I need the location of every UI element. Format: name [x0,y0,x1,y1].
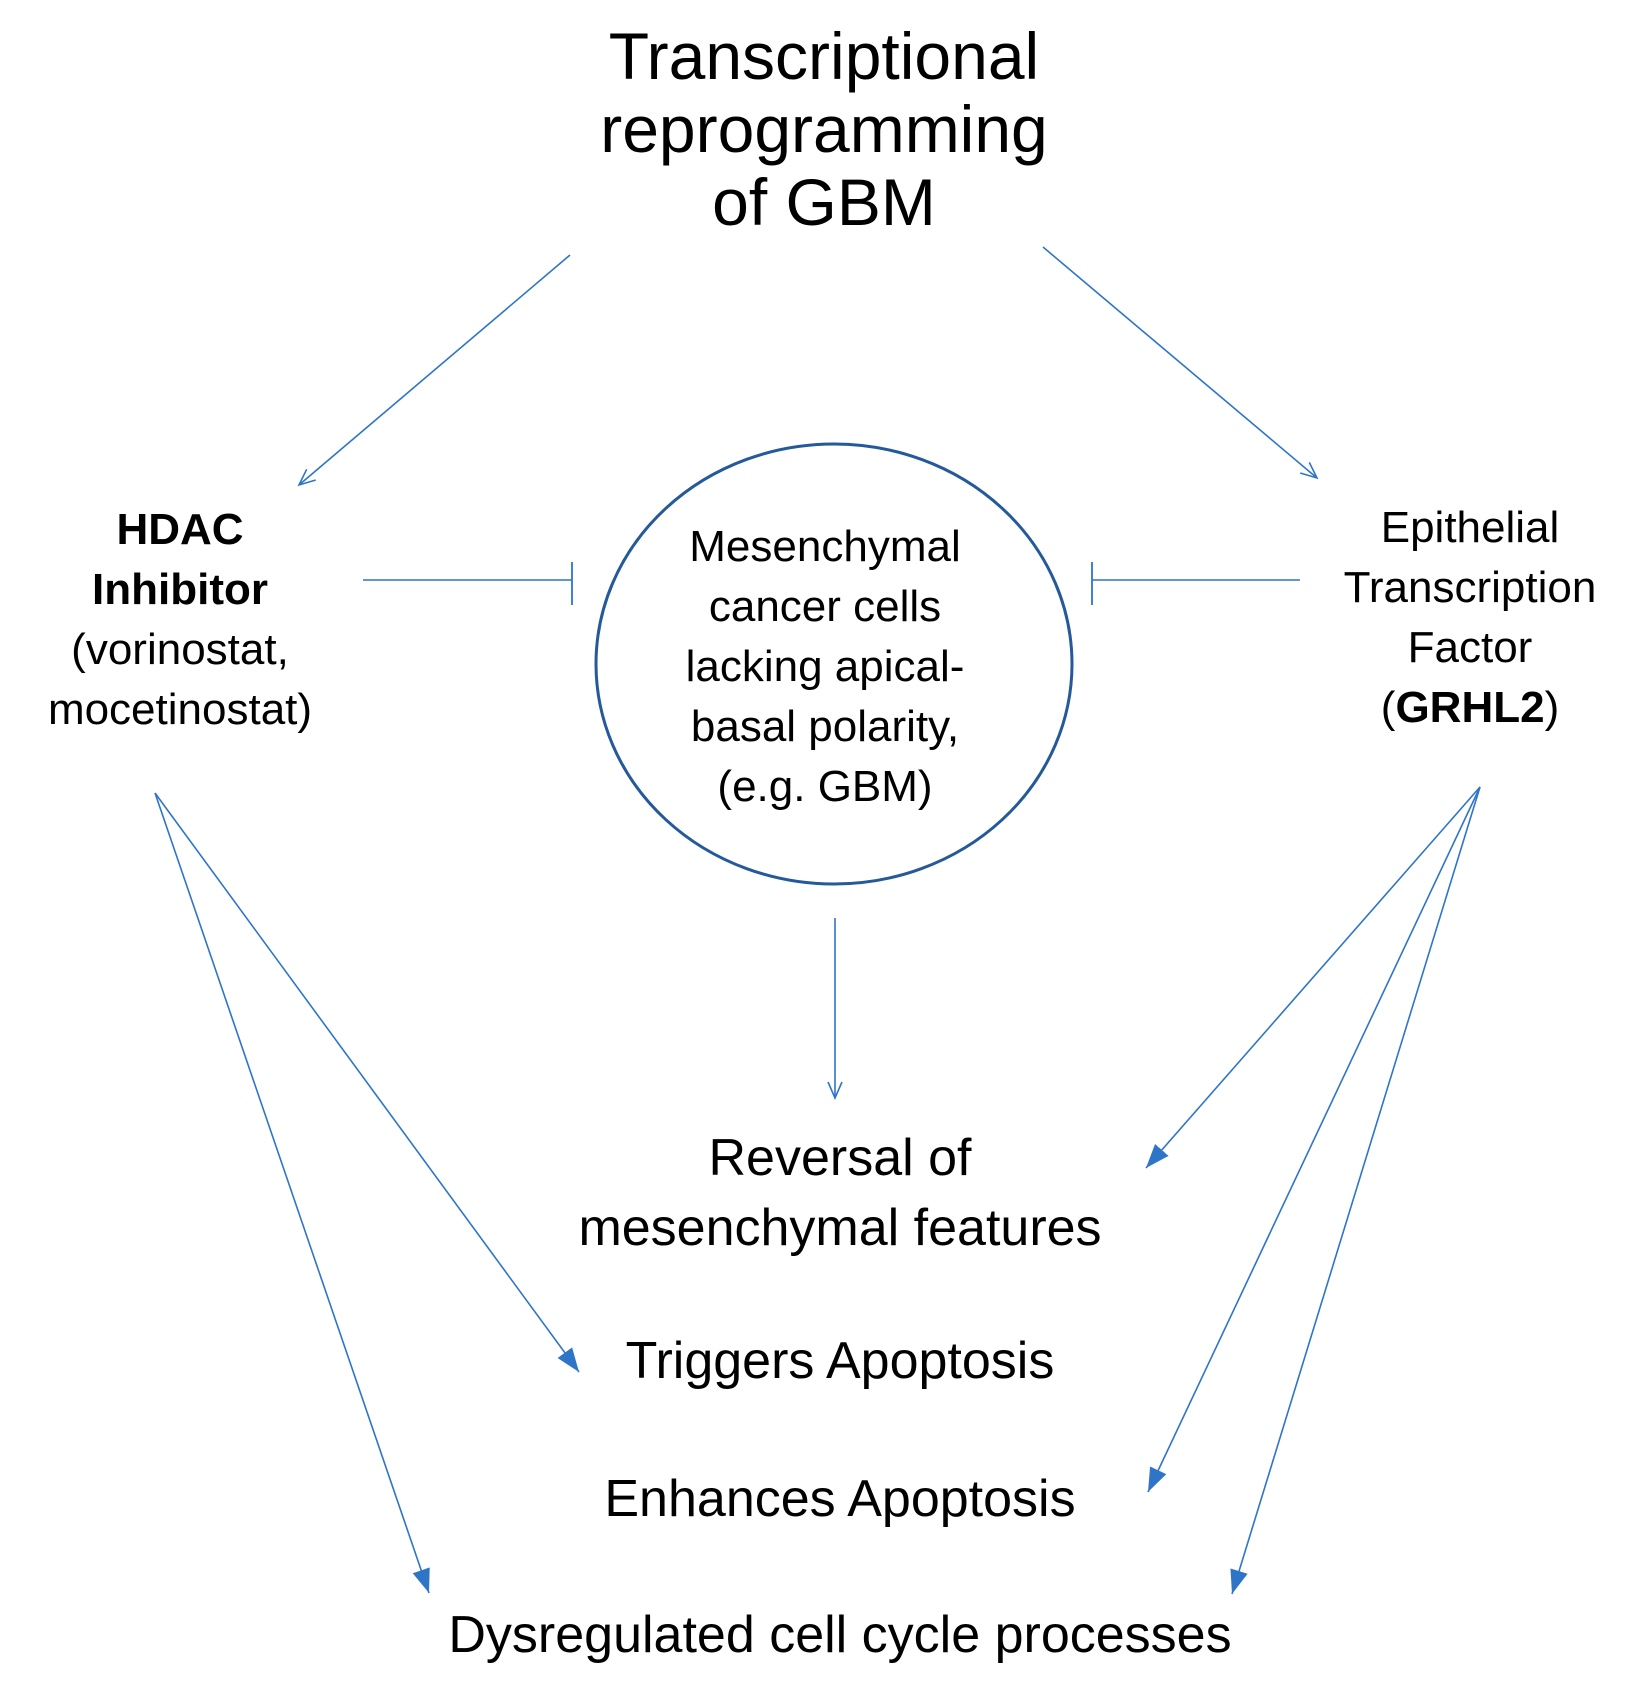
title-line-1: Transcriptional [608,19,1040,93]
outcome-triggers-apoptosis: Triggers Apoptosis [625,1332,1055,1390]
arrow-hdac-to-triggers [154,792,580,1373]
hdac-line-2: Inhibitor [92,565,268,614]
inhibit-grhl2-to-center [1091,562,1300,605]
arrow-title-to-hdac [297,254,571,487]
title-line-3: of GBM [712,165,936,239]
arrow-grhl2-to-dysregulated [1230,786,1481,1595]
hdac-line-1: HDAC [116,505,244,554]
center-line-5: (e.g. GBM) [717,762,933,811]
outcome-reversal: Reversal of mesenchymal features [500,1123,1180,1263]
reversal-line-1: Reversal of [708,1129,972,1187]
outcome-enhances-apoptosis: Enhances Apoptosis [604,1470,1076,1528]
diagram-title: Transcriptional reprogramming of GBM [524,20,1124,239]
center-line-1: Mesenchymal [689,522,961,571]
outcome-dysregulated-cell-cycle: Dysregulated cell cycle processes [448,1606,1232,1664]
grhl2-paren-close: ) [1544,683,1560,732]
reversal-line-2: mesenchymal features [578,1199,1102,1257]
inhibit-hdac-to-center [363,562,573,605]
center-line-4: basal polarity, [690,702,960,751]
grhl2-line-4: (GRHL2) [1305,678,1635,738]
arrow-grhl2-to-reversal [1145,786,1481,1169]
arrow-hdac-to-dysregulated [154,792,430,1594]
grhl2-line-2: Transcription [1343,563,1597,612]
grhl2-paren-open: ( [1380,683,1396,732]
title-line-2: reprogramming [600,92,1048,166]
arrow-title-to-grhl2 [1042,246,1319,480]
hdac-line-3: (vorinostat, [71,625,289,674]
center-line-3: lacking apical- [685,642,965,691]
hdac-line-4: mocetinostat) [47,685,313,734]
grhl2-gene-name: GRHL2 [1395,683,1545,732]
grhl2-node: Epithelial Transcription Factor (GRHL2) [1305,498,1635,738]
center-node-label: Mesenchymal cancer cells lacking apical-… [630,517,1020,817]
grhl2-line-3: Factor [1407,623,1533,672]
grhl2-line-1: Epithelial [1380,503,1560,552]
center-circle [594,442,1074,886]
center-line-2: cancer cells [708,582,942,631]
arrow-grhl2-to-enhances [1147,786,1481,1493]
hdac-inhibitor-node: HDAC Inhibitor (vorinostat, mocetinostat… [20,500,340,740]
